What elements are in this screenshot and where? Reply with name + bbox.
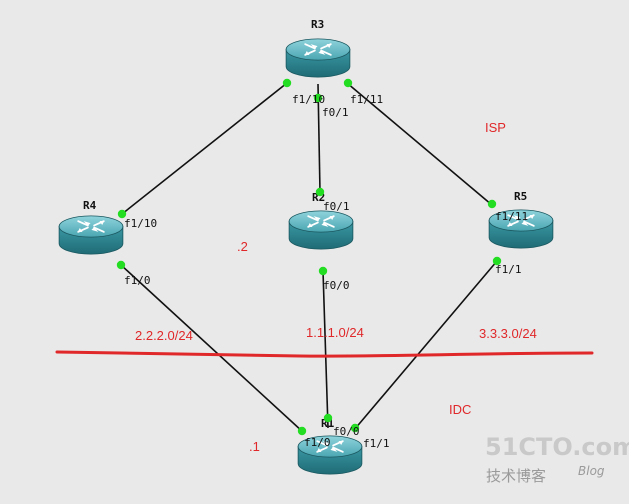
port-dot-r3-f1-11[interactable] bbox=[343, 78, 353, 88]
port-dots bbox=[116, 78, 502, 436]
port-label-r1-f0-0: f0/0 bbox=[333, 425, 360, 438]
router-r4[interactable]: R4 bbox=[58, 199, 124, 256]
link-r5-r1[interactable] bbox=[353, 260, 498, 431]
link-r3-r5[interactable] bbox=[346, 82, 493, 206]
router-icon bbox=[58, 214, 124, 256]
address-dot2-label: .2 bbox=[237, 239, 248, 254]
port-label-r1-f1-0: f1/0 bbox=[304, 436, 331, 449]
network-mid-label: 1.1.1.0/24 bbox=[306, 325, 364, 340]
links bbox=[120, 82, 498, 433]
port-dot-r1-f1-0[interactable] bbox=[297, 426, 307, 436]
port-label-r5-f1-1: f1/1 bbox=[495, 263, 522, 276]
router-label: R4 bbox=[83, 199, 97, 212]
port-dot-r2-f0-0[interactable] bbox=[318, 266, 328, 276]
link-r3-r4[interactable] bbox=[121, 82, 288, 215]
port-dot-r5-f1-1[interactable] bbox=[492, 256, 502, 266]
router-icon bbox=[288, 209, 354, 251]
router-label: R5 bbox=[514, 190, 527, 203]
router-r3[interactable]: R3 bbox=[285, 18, 351, 79]
port-label-r1-f1-1: f1/1 bbox=[363, 437, 390, 450]
port-dot-r2-f0-1[interactable] bbox=[315, 187, 325, 197]
port-dot-r4-f1-0[interactable] bbox=[116, 260, 126, 270]
port-label-r3-f1-10: f1/10 bbox=[292, 93, 325, 106]
port-label-r3-f0-1: f0/1 bbox=[322, 106, 349, 119]
router-label: R3 bbox=[311, 18, 324, 31]
router-icon bbox=[285, 37, 351, 79]
watermark-blog: Blog bbox=[578, 464, 605, 478]
port-dot-r1-f1-1[interactable] bbox=[350, 423, 360, 433]
port-labels: f1/10 f0/1 f1/11 f1/10 f1/0 f0/1 f0/0 f1… bbox=[124, 93, 528, 450]
link-r2-r1[interactable] bbox=[322, 270, 329, 429]
port-label-r2-f0-0: f0/0 bbox=[323, 279, 350, 292]
network-right-label: 3.3.3.0/24 bbox=[479, 326, 537, 341]
port-dot-r4-f1-10[interactable] bbox=[117, 209, 127, 219]
port-dot-r1-f0-0[interactable] bbox=[323, 413, 333, 423]
link-r4-r1[interactable] bbox=[120, 264, 304, 433]
annotations: ISP IDC .2 .1 2.2.2.0/24 1.1.1.0/24 3.3.… bbox=[135, 120, 537, 454]
port-dot-r5-f1-11[interactable] bbox=[487, 199, 497, 209]
isp-label: ISP bbox=[485, 120, 506, 135]
port-label-r5-f1-11: f1/11 bbox=[495, 210, 528, 223]
port-label-r4-f1-10: f1/10 bbox=[124, 217, 157, 230]
idc-label: IDC bbox=[449, 402, 471, 417]
address-dot1-label: .1 bbox=[249, 439, 260, 454]
isp-idc-boundary-line bbox=[55, 350, 594, 358]
port-label-r3-f1-11: f1/11 bbox=[350, 93, 383, 106]
port-dot-r3-f0-1[interactable] bbox=[313, 93, 323, 103]
port-label-r4-f1-0: f1/0 bbox=[124, 274, 151, 287]
watermark: 51CTO.com 技术博客 Blog bbox=[485, 433, 629, 485]
router-r5[interactable]: R5 bbox=[488, 190, 554, 250]
watermark-site: 51CTO.com bbox=[485, 433, 629, 461]
port-label-r2-f0-1: f0/1 bbox=[323, 200, 350, 213]
port-dot-r3-f1-10[interactable] bbox=[282, 78, 292, 88]
watermark-sub: 技术博客 bbox=[486, 467, 546, 485]
network-left-label: 2.2.2.0/24 bbox=[135, 328, 193, 343]
